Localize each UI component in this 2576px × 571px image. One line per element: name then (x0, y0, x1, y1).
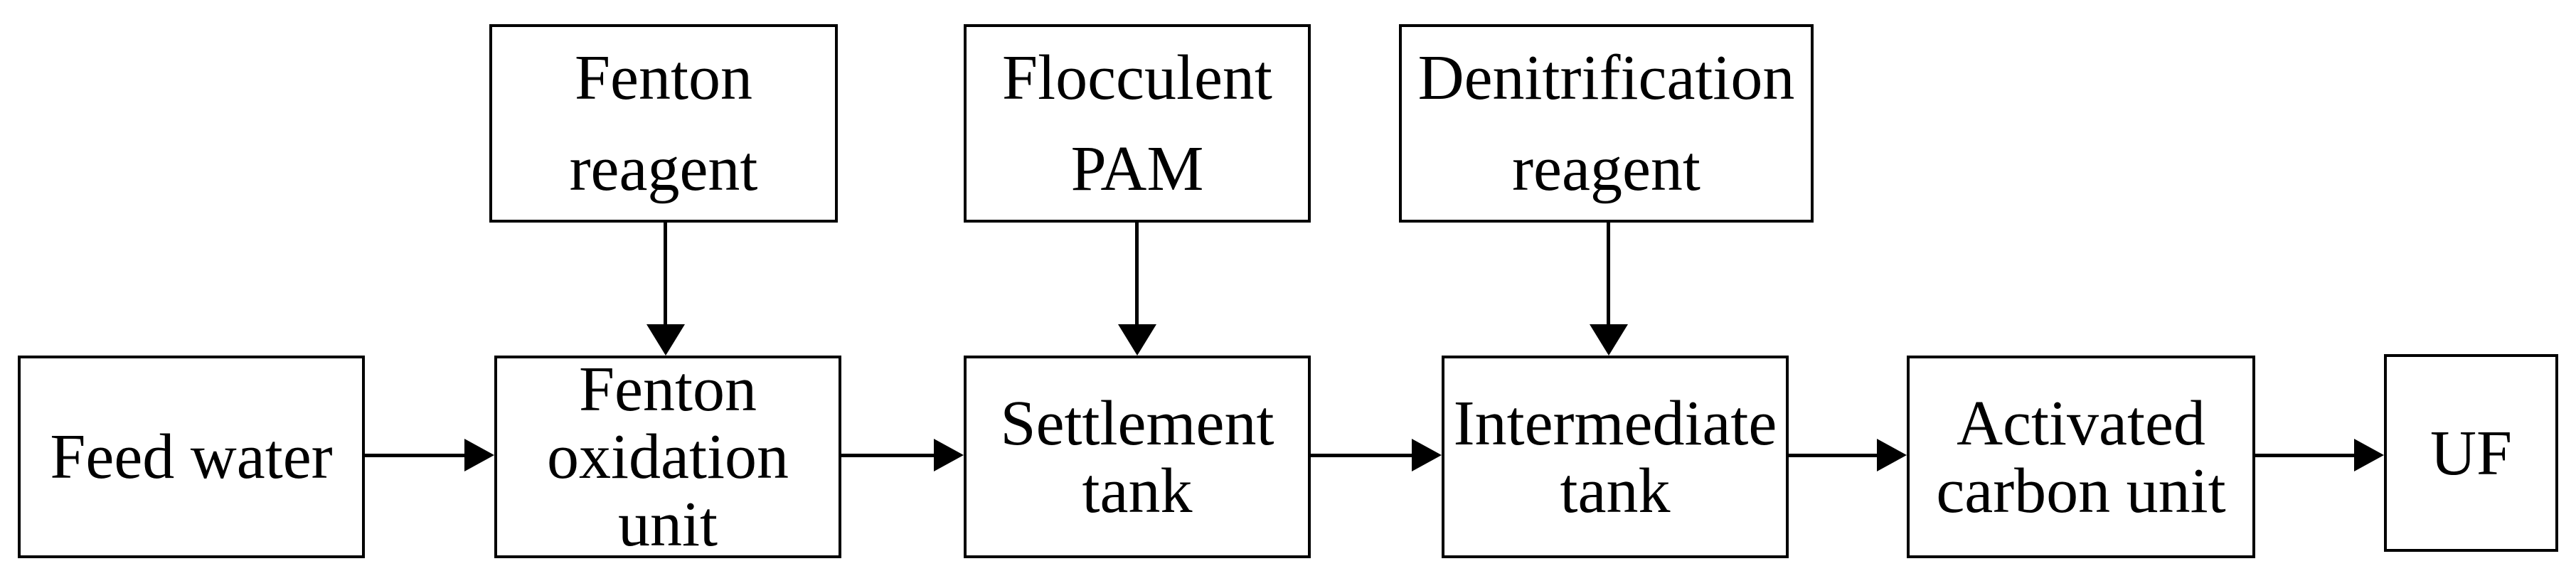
arrow-line-flocculent-pam-to-settlement-tank (1135, 223, 1139, 326)
arrow-head-activated-carbon-unit-to-uf (2354, 439, 2384, 471)
node-uf: UF (2384, 354, 2558, 552)
node-label-line: unit (617, 489, 718, 560)
arrow-line-intermediate-tank-to-activated-carbon-unit (1789, 454, 1878, 457)
node-settlement-tank: Settlement tank (964, 356, 1311, 558)
node-label-line: PAM (1070, 133, 1204, 204)
node-label-line: Settlement (1000, 388, 1274, 459)
node-denitrification-reagent: Denitrification reagent (1399, 24, 1814, 223)
node-label-line: reagent (569, 133, 758, 204)
node-feed-water: Feed water (18, 356, 365, 558)
arrow-head-settlement-tank-to-intermediate-tank (1412, 439, 1442, 471)
arrow-head-denitrification-reagent-to-intermediate-tank (1590, 324, 1628, 356)
node-label-line: carbon unit (1936, 455, 2226, 526)
node-label-line: Fenton (574, 42, 752, 113)
arrow-head-fenton-oxidation-unit-to-settlement-tank (934, 439, 964, 471)
node-label-line: UF (2429, 417, 2513, 489)
arrow-line-fenton-oxidation-unit-to-settlement-tank (841, 454, 935, 457)
arrow-head-intermediate-tank-to-activated-carbon-unit (1877, 439, 1907, 471)
arrow-head-fenton-reagent-to-fenton-oxidation-unit (646, 324, 685, 356)
arrow-line-denitrification-reagent-to-intermediate-tank (1607, 223, 1610, 326)
node-label-line: reagent (1512, 133, 1701, 204)
node-label-line: Intermediate (1453, 388, 1777, 459)
node-label-line: oxidation (547, 422, 789, 492)
node-label-line: Feed water (50, 422, 333, 492)
node-fenton-reagent: Fenton reagent (489, 24, 838, 223)
node-flocculent-pam: Flocculent PAM (964, 24, 1311, 223)
node-activated-carbon-unit: Activated carbon unit (1907, 356, 2255, 558)
node-label-line: Fenton (578, 354, 757, 425)
node-label-line: tank (1560, 455, 1671, 526)
node-label-line: Activated (1957, 388, 2205, 459)
node-label-line: Denitrification (1417, 42, 1795, 113)
arrow-line-fenton-reagent-to-fenton-oxidation-unit (664, 223, 667, 326)
node-label-line: Flocculent (1002, 42, 1272, 113)
arrow-line-feed-water-to-fenton-oxidation-unit (365, 454, 466, 457)
arrow-line-activated-carbon-unit-to-uf (2255, 454, 2356, 457)
arrow-head-flocculent-pam-to-settlement-tank (1118, 324, 1156, 356)
node-fenton-oxidation-unit: Fenton oxidation unit (494, 356, 841, 558)
node-intermediate-tank: Intermediate tank (1442, 356, 1789, 558)
arrow-line-settlement-tank-to-intermediate-tank (1311, 454, 1413, 457)
node-label-line: tank (1082, 455, 1193, 526)
arrow-head-feed-water-to-fenton-oxidation-unit (464, 439, 494, 471)
